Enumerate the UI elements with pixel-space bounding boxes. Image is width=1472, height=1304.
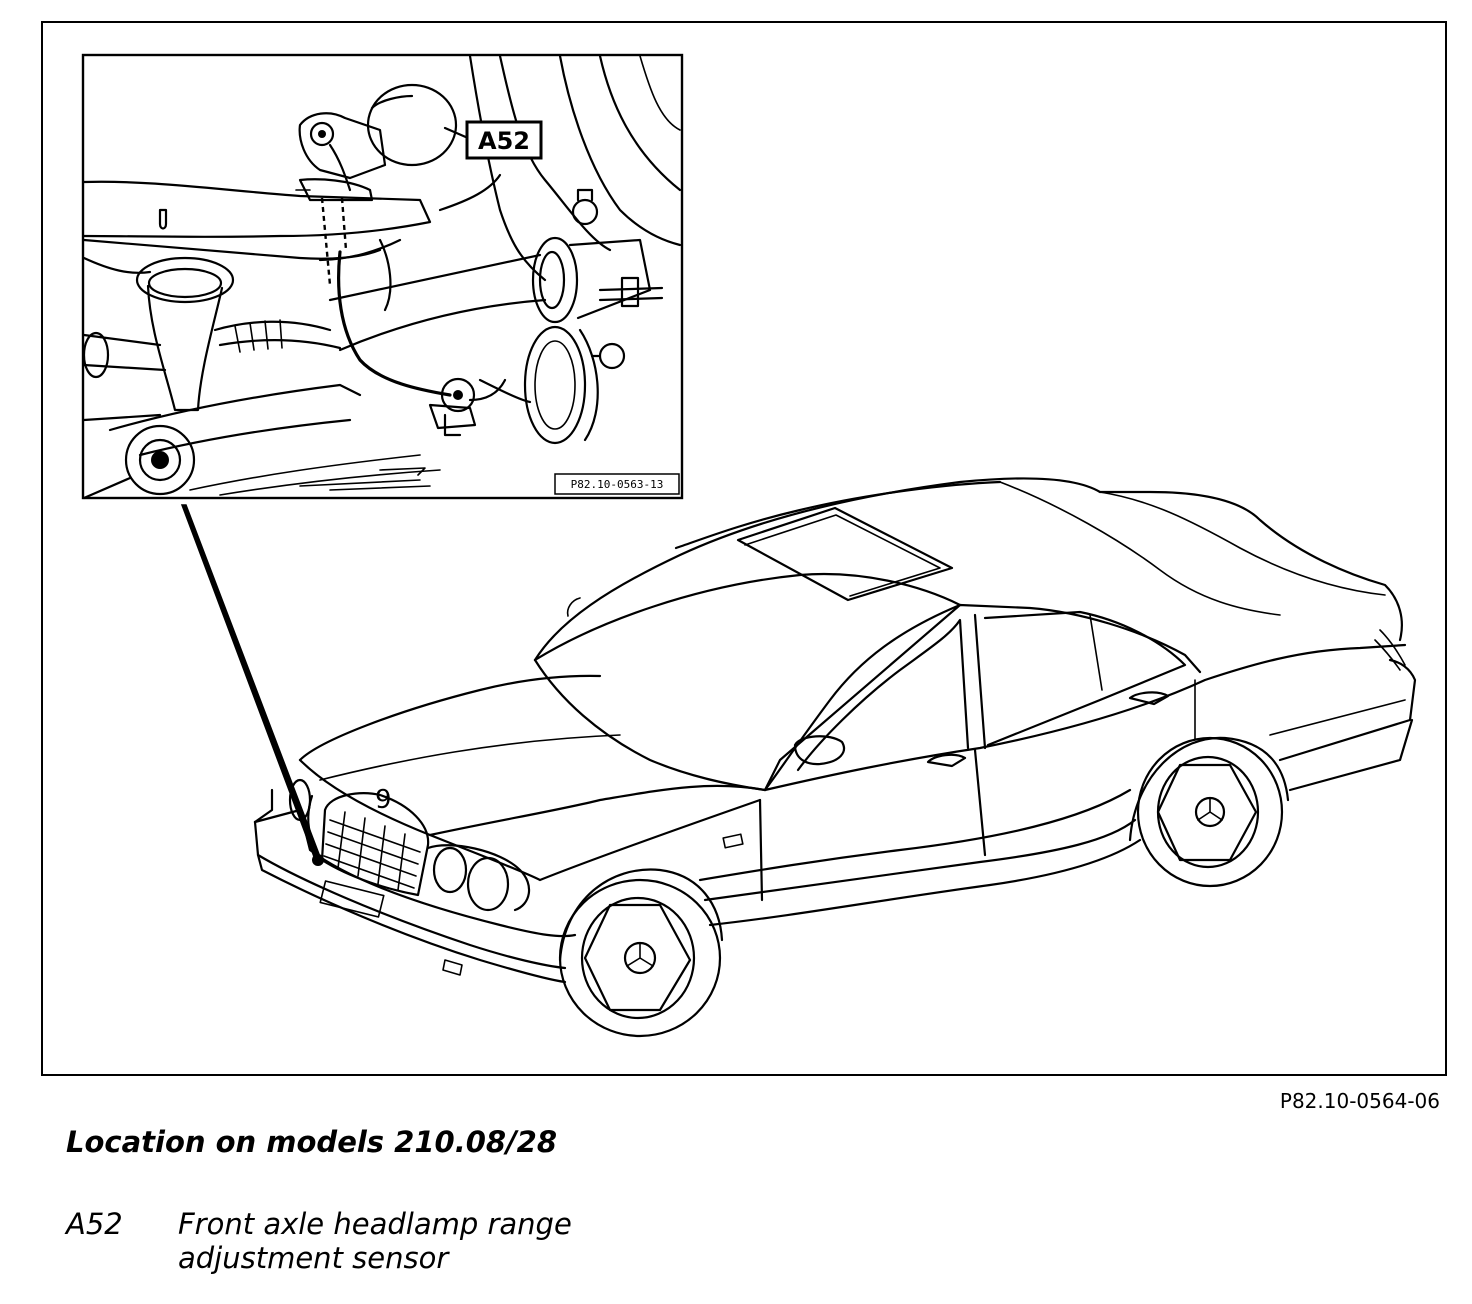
callout-label: A52 — [478, 127, 530, 155]
inset-code-box — [554, 473, 680, 495]
legend-description-line: adjustment sensor — [178, 1241, 449, 1275]
sensor-dot — [312, 854, 324, 866]
hood-emblem: 9 — [375, 785, 392, 815]
inset-code: P82.10-0563-13 — [571, 478, 664, 491]
legend-description-line: Front axle headlamp range — [178, 1207, 572, 1241]
outer-frame — [41, 21, 1447, 1076]
inset-detail: A52 P82.10-0563-13 — [81, 53, 684, 500]
legend-description: Front axle headlamp range adjustment sen… — [178, 1207, 572, 1275]
inset-frame — [81, 53, 684, 500]
location-title: Location on models 210.08/28 — [66, 1125, 558, 1159]
leader-line — [180, 504, 324, 863]
callout-box — [465, 120, 543, 160]
figure-code: P82.10-0564-06 — [1280, 1089, 1440, 1113]
car-illustration: 9 — [253, 477, 1417, 1038]
legend-code: A52 — [66, 1207, 123, 1241]
